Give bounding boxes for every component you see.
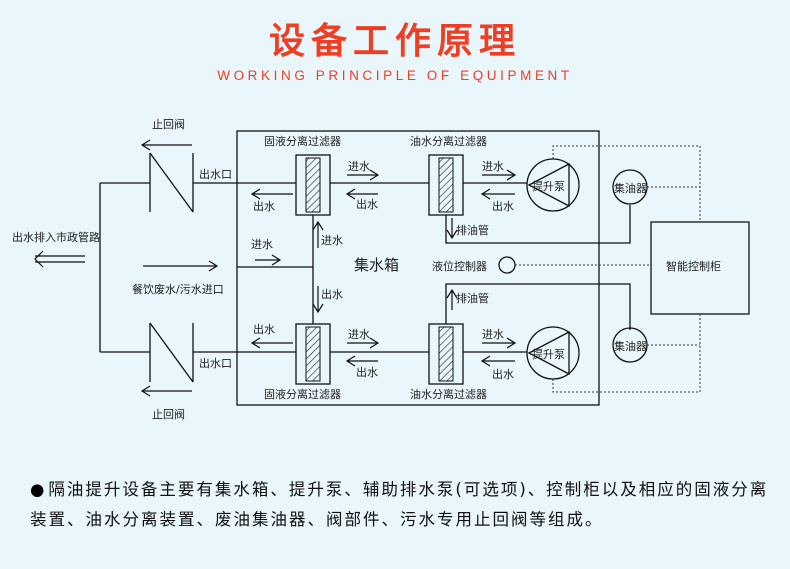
arrow-municipal-outlet bbox=[34, 250, 85, 268]
arrow-in-top-mid bbox=[347, 169, 380, 181]
label-oil-collector-bottom: 集油器 bbox=[614, 339, 647, 353]
arrow-out-top-right bbox=[480, 188, 515, 200]
label-water-out-bottom-mid: 出水 bbox=[356, 365, 378, 379]
arrow-up-tank bbox=[312, 220, 324, 248]
arrow-out-bottom-mid bbox=[345, 355, 378, 367]
bullet-icon: ● bbox=[30, 480, 47, 499]
arrow-out-top-mid bbox=[345, 188, 378, 200]
arrow-in-top-right bbox=[482, 169, 517, 181]
collection-tank-box bbox=[236, 130, 600, 406]
description-text: 隔油提升设备主要有集水箱、提升泵、辅助排水泵(可选项)、控制柜以及相应的固液分离… bbox=[30, 480, 769, 529]
label-oil-water-filter-top: 油水分离过滤器 bbox=[410, 134, 487, 148]
arrow-down-tank bbox=[312, 286, 324, 314]
label-water-out-top-mid: 出水 bbox=[356, 197, 378, 211]
label-solid-liquid-filter-top: 固液分离过滤器 bbox=[264, 134, 341, 148]
label-collection-tank: 集水箱 bbox=[354, 256, 399, 274]
label-level-controller: 液位控制器 bbox=[432, 259, 487, 273]
label-oil-drain-top: 排油管 bbox=[456, 223, 489, 237]
arrow-drain-bottom bbox=[446, 288, 458, 310]
arrow-in-bottom-mid bbox=[347, 337, 380, 349]
label-water-in-tank: 进水 bbox=[251, 238, 273, 251]
check-valve-top bbox=[149, 152, 194, 213]
label-water-out-top-left: 出水 bbox=[253, 199, 275, 213]
label-inlet-main: 餐饮废水/污水进口 bbox=[132, 282, 224, 296]
working-principle-diagram: 止回阀 止回阀 出水口 出水口 出水排入市政管路 餐饮废水/污水进口 固液分离过… bbox=[12, 117, 750, 421]
arrow-out-top-left bbox=[250, 188, 293, 200]
solid-liquid-filter-bottom bbox=[295, 323, 331, 385]
label-water-out-top-right: 出水 bbox=[492, 199, 514, 213]
label-lift-pump-top: 提升泵 bbox=[532, 180, 565, 193]
arrow-inlet bbox=[143, 260, 219, 272]
label-oil-collector-top: 集油器 bbox=[614, 181, 647, 195]
label-water-in-tank-up: 进水 bbox=[321, 234, 343, 247]
check-valve-bottom bbox=[149, 322, 194, 383]
label-smart-control-cabinet: 智能控制柜 bbox=[666, 259, 721, 273]
page-title: 设备工作原理 bbox=[268, 21, 521, 62]
label-water-in-top-right: 进水 bbox=[482, 160, 504, 173]
label-water-out-bottom-left: 出水 bbox=[253, 322, 275, 336]
arrow-drain-top bbox=[446, 218, 458, 240]
label-oil-drain-bottom: 排油管 bbox=[456, 291, 489, 305]
arrow-check-valve-top bbox=[140, 139, 192, 151]
level-controller bbox=[498, 256, 516, 274]
label-check-valve-top: 止回阀 bbox=[152, 117, 185, 131]
label-water-out-tank-down: 出水 bbox=[321, 287, 343, 301]
page-subtitle: WORKING PRINCIPLE OF EQUIPMENT bbox=[217, 68, 573, 83]
label-municipal-outlet: 出水排入市政管路 bbox=[12, 230, 100, 244]
label-oil-water-filter-bottom: 油水分离过滤器 bbox=[410, 387, 487, 401]
arrow-tank-in bbox=[255, 254, 282, 266]
label-water-in-bottom-mid: 进水 bbox=[348, 328, 370, 341]
label-lift-pump-bottom: 提升泵 bbox=[532, 348, 565, 361]
label-check-valve-bottom: 止回阀 bbox=[152, 407, 185, 421]
solid-liquid-filter-top bbox=[295, 154, 331, 216]
arrow-out-bottom-right bbox=[480, 355, 515, 367]
arrow-out-bottom-left bbox=[250, 337, 293, 349]
label-outlet-top: 出水口 bbox=[199, 167, 232, 181]
label-solid-liquid-filter-bottom: 固液分离过滤器 bbox=[264, 387, 341, 401]
description: ●隔油提升设备主要有集水箱、提升泵、辅助排水泵(可选项)、控制柜以及相应的固液分… bbox=[30, 475, 770, 535]
label-water-in-top-mid: 进水 bbox=[348, 160, 370, 173]
label-water-in-bottom-right: 进水 bbox=[482, 328, 504, 341]
arrow-in-bottom-right bbox=[482, 337, 517, 349]
arrow-check-valve-bottom bbox=[140, 385, 192, 397]
label-outlet-bottom: 出水口 bbox=[199, 356, 232, 370]
label-water-out-bottom-right: 出水 bbox=[492, 367, 514, 381]
